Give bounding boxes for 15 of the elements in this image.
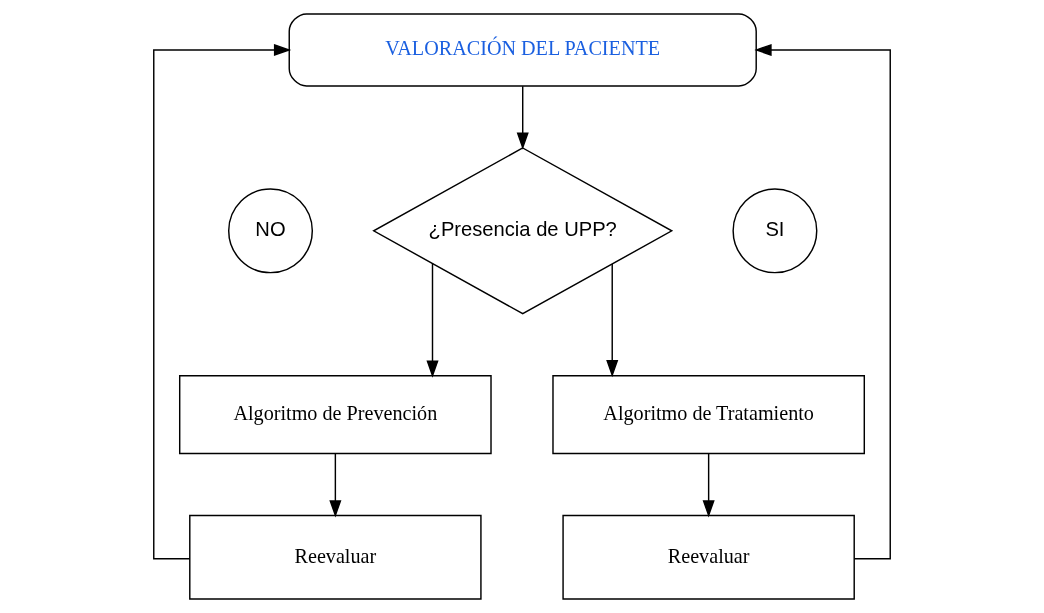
node-diamond: ¿Presencia de UPP? xyxy=(372,147,674,315)
arrow xyxy=(606,263,619,378)
arrow xyxy=(516,85,529,150)
arrow xyxy=(702,452,715,518)
node-box: Reevaluar xyxy=(189,514,482,600)
arrow xyxy=(153,43,292,560)
arrow xyxy=(754,43,891,560)
node-box: Algoritmo de Tratamiento xyxy=(552,374,865,455)
node-circle: NO xyxy=(228,188,314,274)
node-box: VALORACIÓN DEL PACIENTE xyxy=(288,13,757,87)
node-box: Reevaluar xyxy=(562,514,855,600)
node-box: Algoritmo de Prevención xyxy=(179,374,492,455)
arrow xyxy=(426,262,439,378)
arrow xyxy=(329,452,342,518)
node-circle: SI xyxy=(732,188,818,274)
